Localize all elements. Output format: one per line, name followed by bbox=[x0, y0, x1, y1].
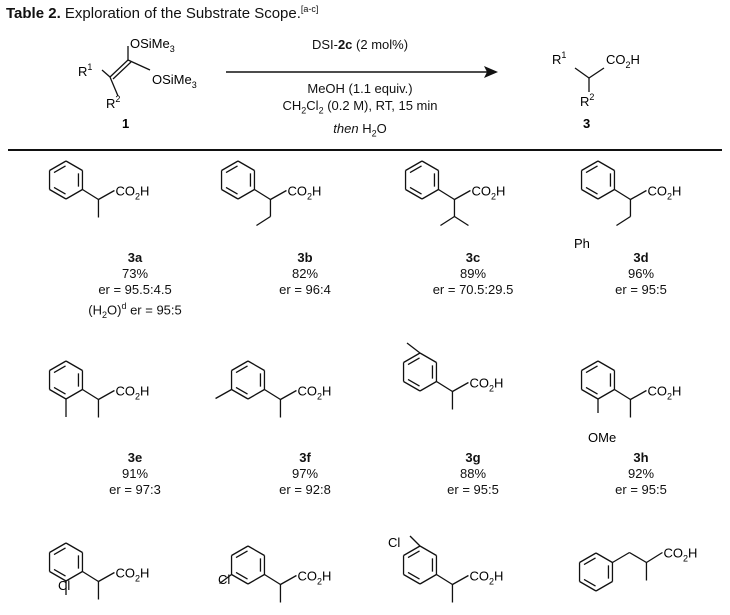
svg-text:Ph: Ph bbox=[574, 236, 590, 251]
svg-text:Cl: Cl bbox=[388, 535, 400, 550]
svg-text:CO2H: CO2H bbox=[115, 566, 149, 584]
reactant-r1: R1 bbox=[78, 62, 92, 79]
structure-3a: CO2H bbox=[48, 160, 149, 218]
structure-3l: CO2H bbox=[578, 546, 697, 592]
entry-3d: 3d 96% er = 95:5 bbox=[615, 250, 667, 297]
svg-text:CO2H: CO2H bbox=[115, 184, 149, 202]
product-r1: R1 bbox=[552, 50, 566, 67]
product-number: 3 bbox=[583, 116, 590, 131]
condition-methanol: MeOH (1.1 equiv.) bbox=[307, 81, 413, 96]
condition-workup: then H2O bbox=[333, 120, 387, 139]
entry-3a: 3a 73% er = 95.5:4.5 (H2O)d er = 95:5 bbox=[50, 250, 220, 323]
entry-3h: 3h 92% er = 95:5 bbox=[615, 450, 667, 497]
reactant-structure bbox=[101, 46, 151, 97]
svg-text:CO2H: CO2H bbox=[297, 569, 331, 587]
structure-3d: CO2H Ph bbox=[574, 160, 681, 251]
reactant-number: 1 bbox=[122, 116, 129, 131]
svg-text:CO2H: CO2H bbox=[297, 384, 331, 402]
svg-text:CO2H: CO2H bbox=[115, 384, 149, 402]
structure-3h: CO2H OMe bbox=[580, 360, 681, 445]
entry-3g: 3g 88% er = 95:5 bbox=[447, 450, 499, 497]
entry-3c: 3c 89% er = 70.5:29.5 bbox=[432, 250, 514, 297]
structure-3e: CO2H bbox=[48, 360, 149, 418]
svg-text:OMe: OMe bbox=[588, 430, 616, 445]
product-r2: R2 bbox=[580, 92, 594, 109]
svg-text:CO2H: CO2H bbox=[287, 184, 321, 202]
entry-3e: 3e 91% er = 97:3 bbox=[109, 450, 161, 497]
condition-solvent: CH2Cl2 (0.2 M), RT, 15 min bbox=[282, 98, 438, 116]
svg-text:CO2H: CO2H bbox=[469, 376, 503, 394]
structure-3k: CO2H Cl bbox=[388, 535, 503, 603]
entry-3f: 3f 97% er = 92:8 bbox=[279, 450, 331, 497]
structure-3g: CO2H bbox=[402, 342, 503, 410]
reactant-g2: OSiMe3 bbox=[152, 72, 197, 90]
structure-3i: CO2H Cl bbox=[48, 542, 149, 600]
condition-list: MeOH (1.1 equiv.) CH2Cl2 (0.2 M), RT, 15… bbox=[230, 80, 490, 142]
reaction-arrowhead bbox=[484, 66, 498, 78]
reaction-scheme: OSiMe3 OSiMe3 R1 R2 1 R1 CO2H R2 3 bbox=[8, 36, 722, 151]
svg-text:Cl: Cl bbox=[58, 578, 70, 593]
svg-text:CO2H: CO2H bbox=[663, 546, 697, 564]
table-footnote-ref: [a-c] bbox=[300, 4, 319, 14]
product-structure bbox=[574, 67, 605, 92]
condition-catalyst: DSI-2c (2 mol%) bbox=[311, 37, 409, 52]
structure-3f: CO2H bbox=[215, 360, 331, 418]
structure-3b: CO2H bbox=[220, 160, 321, 227]
svg-text:CO2H: CO2H bbox=[647, 384, 681, 402]
svg-text:CO2H: CO2H bbox=[471, 184, 505, 202]
table-label: Table 2. bbox=[6, 5, 61, 22]
svg-text:CO2H: CO2H bbox=[469, 569, 503, 587]
reactant-g1: OSiMe3 bbox=[130, 36, 175, 54]
entry-3a-water: (H2O)d er = 95:5 bbox=[88, 301, 182, 320]
product-acid: CO2H bbox=[606, 52, 640, 70]
reactant-r2: R2 bbox=[106, 94, 120, 111]
entry-3b: 3b 82% er = 96:4 bbox=[279, 250, 331, 297]
svg-text:CO2H: CO2H bbox=[647, 184, 681, 202]
structure-3c: CO2H bbox=[404, 160, 505, 227]
table-caption: Exploration of the Substrate Scope. bbox=[64, 5, 301, 22]
table-title: Table 2. Exploration of the Substrate Sc… bbox=[6, 4, 318, 22]
